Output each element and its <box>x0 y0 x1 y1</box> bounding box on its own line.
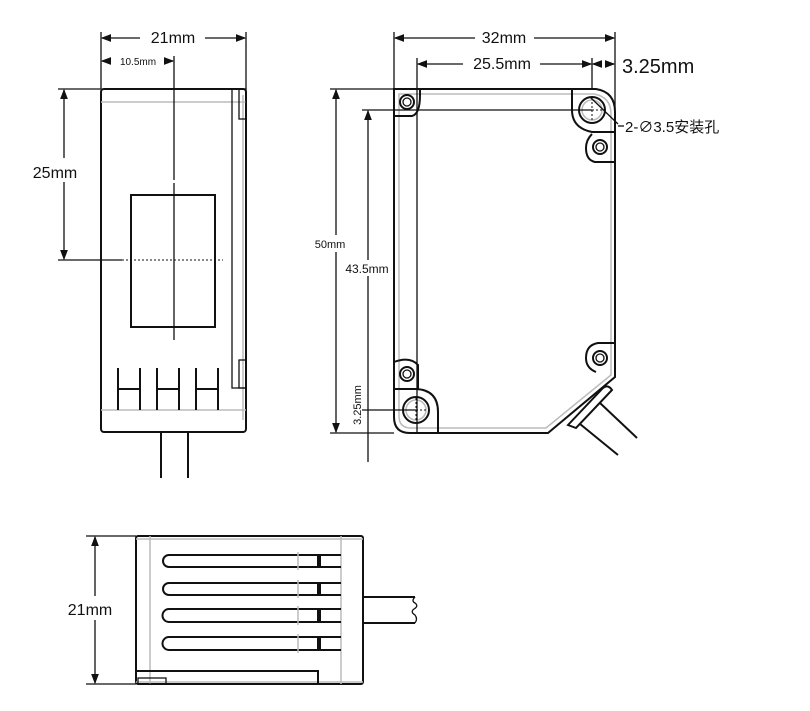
side-view: 32mm 25.5mm 3.25mm 2-∅3.5安装孔 50mm 43.5mm… <box>315 30 719 462</box>
bottom-height-label: 21mm <box>68 602 112 619</box>
mounting-hole-icon <box>402 96 606 424</box>
bottom-offset-label: 3.25mm <box>352 385 364 425</box>
front-height-label: 25mm <box>33 165 77 182</box>
edge-offset-label: 3.25mm <box>622 56 694 78</box>
side-width-label: 32mm <box>482 30 526 47</box>
hole-vertical-label: 43.5mm <box>345 262 388 276</box>
vent-slots <box>161 552 341 653</box>
front-view: 21mm 10.5mm 25mm <box>33 30 247 478</box>
hole-spacing-label: 25.5mm <box>473 56 531 73</box>
front-width-label: 21mm <box>151 30 195 47</box>
bottom-view: 21mm <box>68 535 418 685</box>
screw-icon <box>399 94 608 382</box>
front-half-width-label: 10.5mm <box>120 57 156 68</box>
side-height-label: 50mm <box>315 239 346 251</box>
hole-note-label: 2-∅3.5安装孔 <box>625 119 719 136</box>
